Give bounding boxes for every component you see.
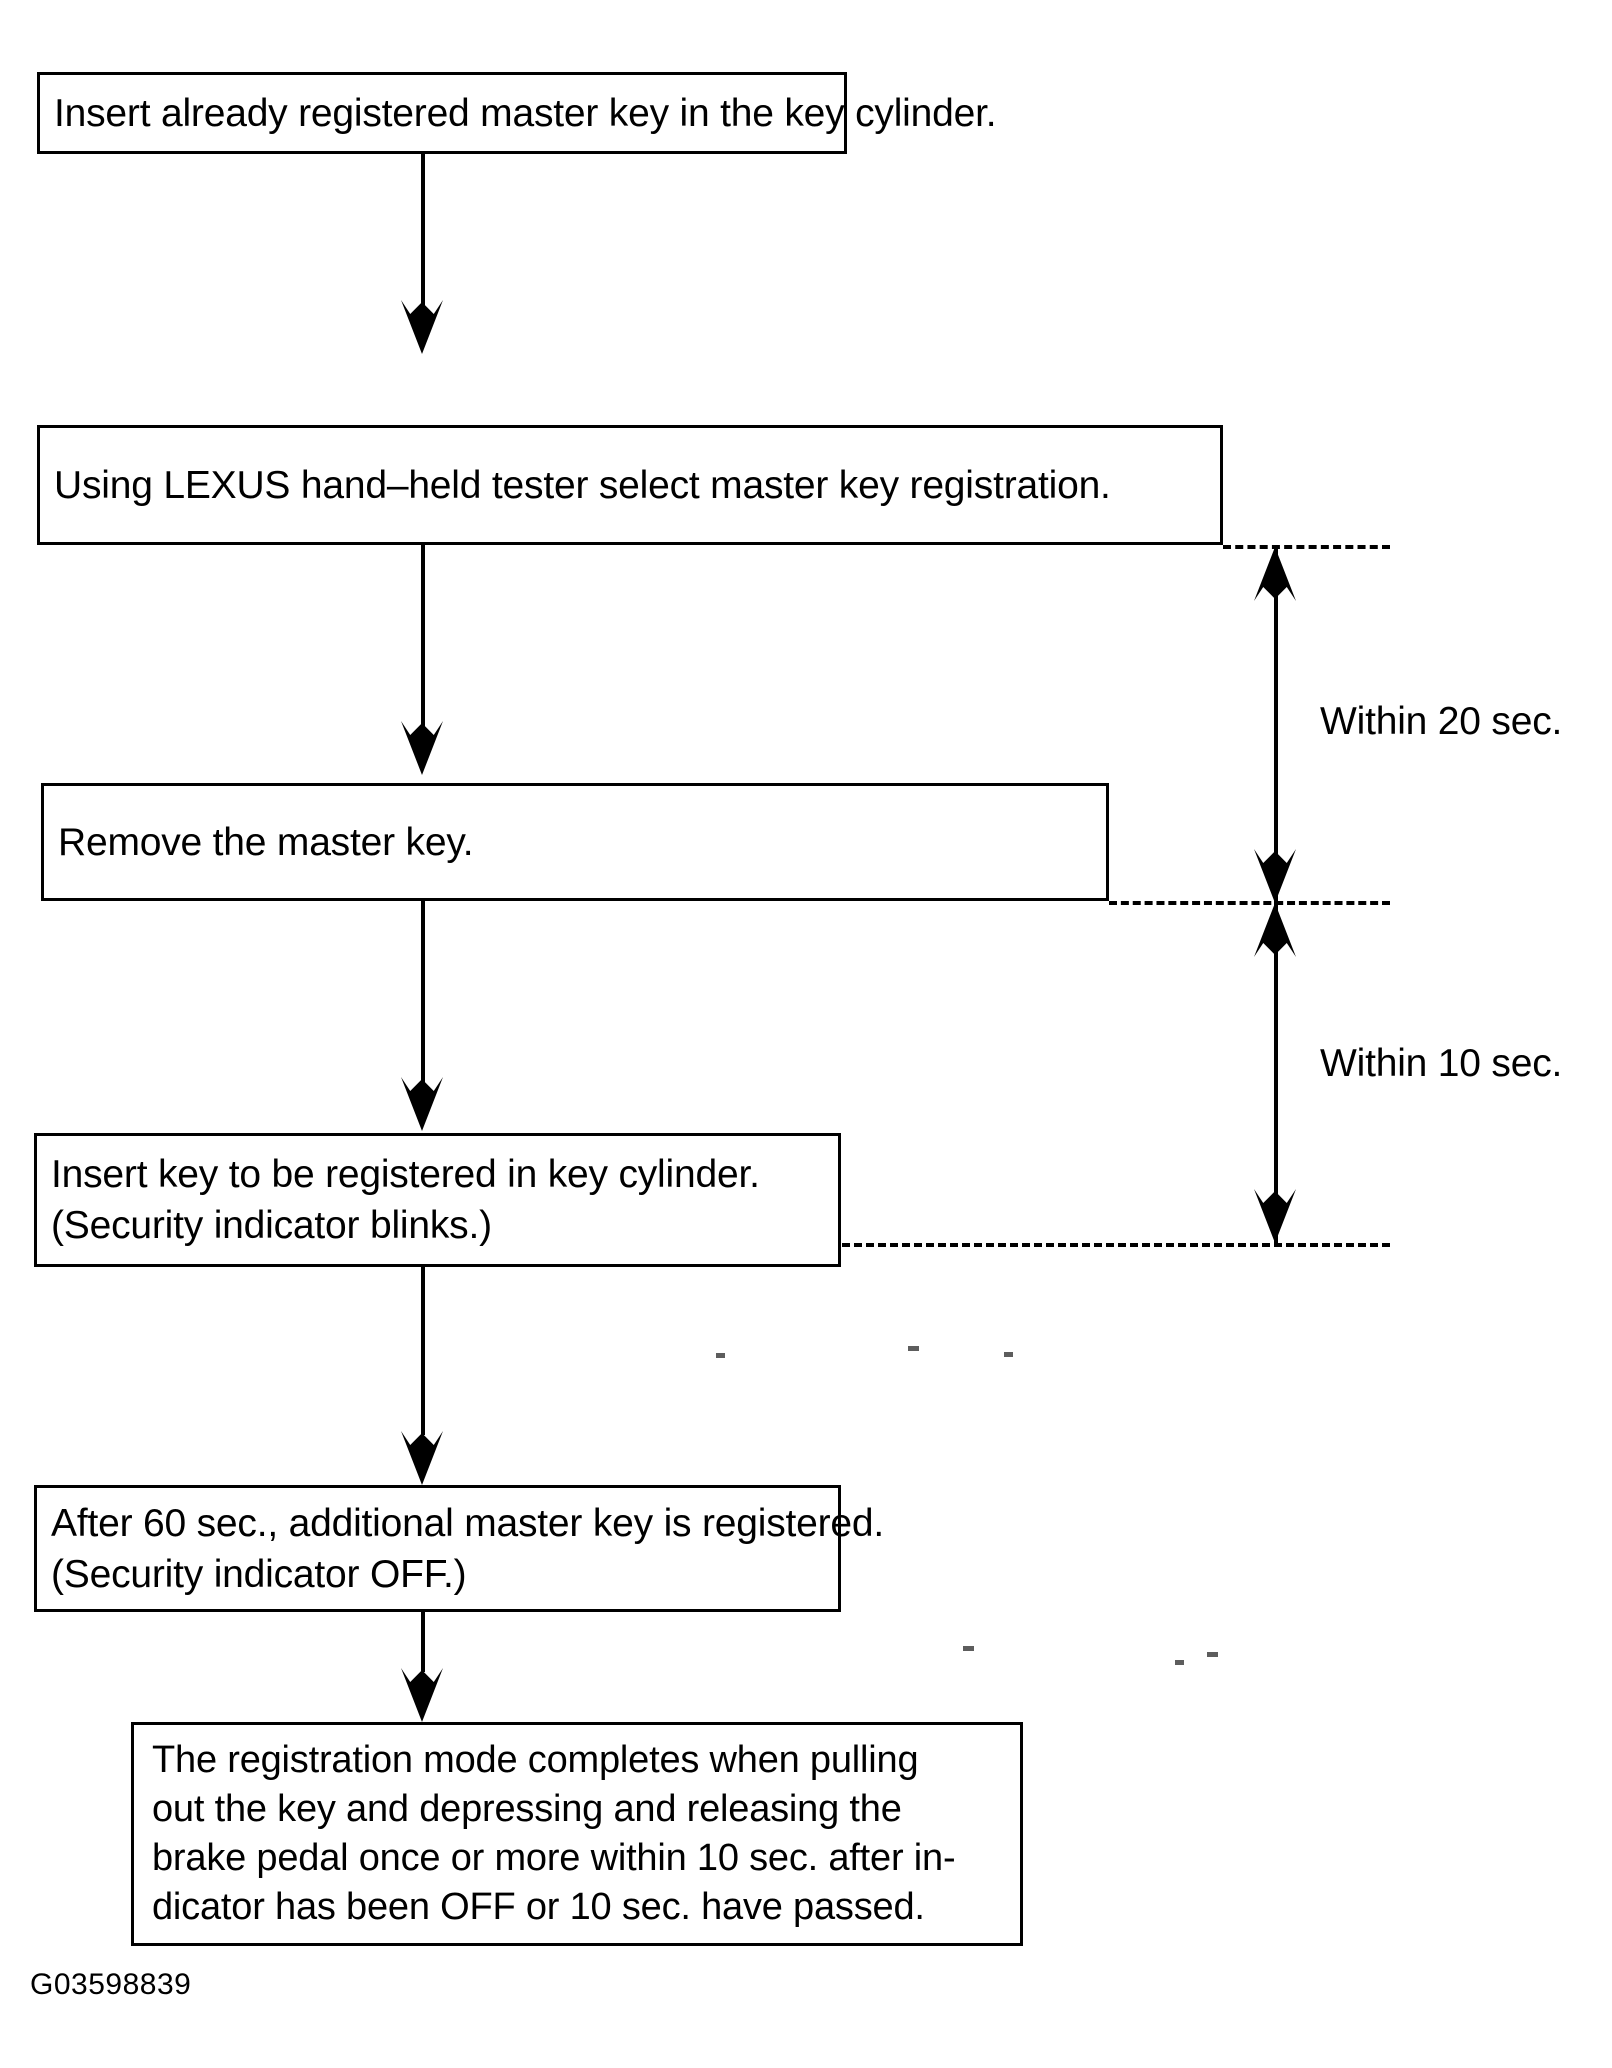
flow-box-text-line: dicator has been OFF or 10 sec. have pas… [152,1886,925,1928]
timing-label-within-10-sec: Within 10 sec. [1320,1042,1563,1085]
connector-arrowhead-5 [401,1668,443,1722]
timing-label-within-20-sec: Within 20 sec. [1320,700,1563,743]
timing-guide-line-middle [1109,901,1390,905]
connector-line-3 [421,901,425,1083]
connector-arrowhead-1 [401,300,443,354]
flow-box-text-line: Insert key to be registered in key cylin… [51,1153,760,1196]
connector-line-5 [421,1612,425,1672]
timing-span-line-20sec [1274,547,1278,903]
flow-box-text-line: Using LEXUS hand–held tester select mast… [54,463,1111,507]
scan-speckle [716,1353,725,1358]
timing-arrowhead-20sec-top [1254,547,1296,601]
timing-guide-line-bottom [842,1243,1390,1247]
connector-arrowhead-4 [401,1431,443,1485]
flow-box-select-registration: Using LEXUS hand–held tester select mast… [37,425,1223,545]
connector-line-1 [421,154,425,306]
timing-arrowhead-10sec-top [1254,903,1296,957]
flow-box-registration-complete: The registration mode completes when pul… [131,1722,1023,1946]
flow-box-text-line: (Security indicator OFF.) [51,1552,467,1596]
flow-box-text-line: (Security indicator blinks.) [51,1204,492,1247]
flow-box-text-line: Insert already registered master key in … [54,91,997,135]
timing-arrowhead-20sec-bottom [1254,849,1296,903]
flow-box-after-60sec: After 60 sec., additional master key is … [34,1485,885,1612]
flow-box-text-line: Remove the master key. [58,820,474,864]
timing-arrowhead-10sec-bottom [1254,1189,1296,1243]
timing-guide-line-top [1223,545,1390,549]
connector-line-4 [421,1267,425,1435]
scan-speckle [963,1646,974,1651]
flow-box-text-line: After 60 sec., additional master key is … [51,1501,885,1545]
scan-speckle [1175,1660,1184,1665]
flow-box-remove-master-key: Remove the master key. [41,783,1109,901]
connector-arrowhead-2 [401,721,443,775]
scan-speckle [1207,1652,1218,1657]
flow-box-insert-new-key: Insert key to be registered in key cylin… [34,1133,841,1267]
figure-caption: G03598839 [30,1968,192,2001]
connector-line-2 [421,545,425,727]
timing-span-line-10sec [1274,903,1278,1243]
flow-box-text-line: out the key and depressing and releasing… [152,1788,902,1830]
scan-speckle [908,1346,919,1351]
connector-arrowhead-3 [401,1077,443,1131]
flow-box-text-line: brake pedal once or more within 10 sec. … [152,1837,956,1879]
flow-box-insert-master-key: Insert already registered master key in … [37,72,997,154]
scan-speckle [1004,1352,1013,1357]
flow-box-text-line: The registration mode completes when pul… [152,1739,919,1781]
